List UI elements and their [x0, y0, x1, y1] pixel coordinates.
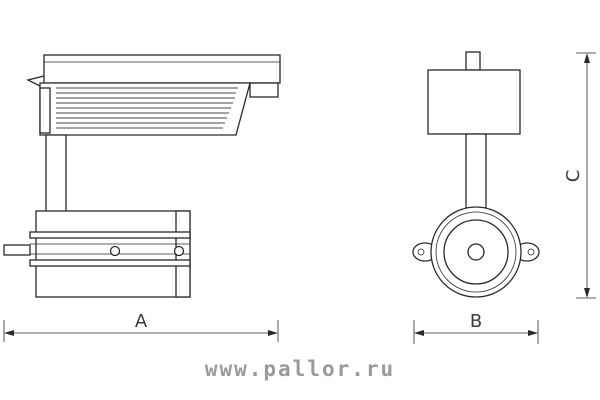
lamp-body [3, 210, 191, 298]
heat-sink-fins [56, 87, 238, 129]
front-view: B C [412, 51, 596, 344]
adapter-block [427, 69, 521, 135]
dimension-b: B [413, 311, 539, 344]
track-adapter [26, 54, 281, 136]
dimension-c: C [563, 52, 596, 299]
dimension-b-label: B [470, 311, 482, 332]
screw [109, 245, 121, 257]
side-view: A [3, 54, 281, 342]
mounting-stem [45, 134, 67, 214]
lens [467, 243, 485, 261]
screw [173, 245, 185, 257]
watermark-url: www.pallor.ru [205, 357, 395, 381]
dimension-a-label: A [135, 311, 148, 332]
dimension-c-label: C [563, 170, 584, 183]
mounting-stem [465, 133, 487, 211]
dimension-a: A [3, 311, 279, 342]
